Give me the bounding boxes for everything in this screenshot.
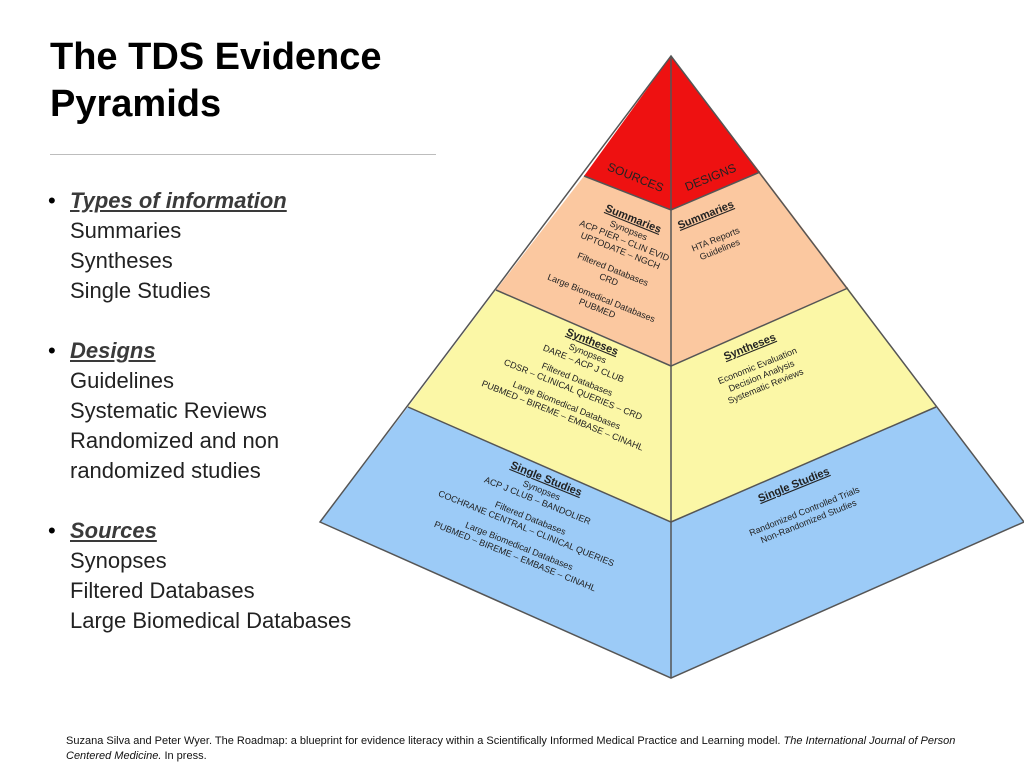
tier-separator: [407, 406, 937, 523]
tier-syntheses-right-face: [671, 288, 936, 522]
bullet-heading-designs: Designs: [70, 338, 156, 363]
title-divider: [50, 154, 436, 155]
title-line-1: The TDS Evidence: [50, 36, 382, 78]
tier-syntheses-left-face: [408, 290, 671, 522]
citation: Suzana Silva and Peter Wyer. The Roadmap…: [66, 734, 986, 764]
bullet-item: Single Studies: [70, 278, 211, 303]
bullet-item: Synopses: [70, 548, 167, 573]
bullet-list: • Types of information Summaries Synthes…: [48, 186, 408, 666]
bullet-group-designs: • Designs Guidelines Systematic Reviews …: [48, 336, 408, 486]
bullet-item: Syntheses: [70, 248, 173, 273]
citation-journal: The International Journal of Person Cent…: [66, 735, 956, 762]
bullet-item: Large Biomedical Databases: [70, 608, 352, 633]
tier-top-left-face: [584, 56, 671, 210]
bullet-group-sources: • Sources Synopses Filtered Databases La…: [48, 516, 408, 636]
bullet-item: Guidelines: [70, 368, 174, 393]
tier-summaries-left-face: [496, 176, 671, 366]
title-line-2: Pyramids: [50, 83, 222, 125]
bullet-heading-types: Types of information: [70, 188, 287, 213]
tier-separator: [495, 287, 849, 367]
bullet-item: Summaries: [70, 218, 182, 243]
bullet-item: Randomized and non: [70, 428, 280, 453]
bullet-heading-sources: Sources: [70, 518, 157, 543]
tier-separator: [583, 171, 761, 211]
bullet-dot-icon: •: [48, 338, 56, 363]
bullet-group-types: • Types of information Summaries Synthes…: [48, 186, 408, 306]
bullet-item: randomized studies: [70, 458, 261, 483]
bullet-item: Filtered Databases: [70, 578, 255, 603]
bullet-item: Systematic Reviews: [70, 398, 267, 423]
tier-summaries-right-face: [671, 172, 848, 366]
bullet-dot-icon: •: [48, 518, 56, 543]
tier-single-studies-left-face: [320, 407, 671, 678]
tier-single-studies-right-face: [671, 407, 1024, 678]
citation-suffix: In press.: [161, 750, 207, 762]
bullet-dot-icon: •: [48, 188, 56, 213]
slide-title: The TDS Evidence Pyramids: [50, 34, 450, 128]
citation-text: Suzana Silva and Peter Wyer. The Roadmap…: [66, 735, 784, 747]
tier-top-right-face: [671, 56, 760, 210]
